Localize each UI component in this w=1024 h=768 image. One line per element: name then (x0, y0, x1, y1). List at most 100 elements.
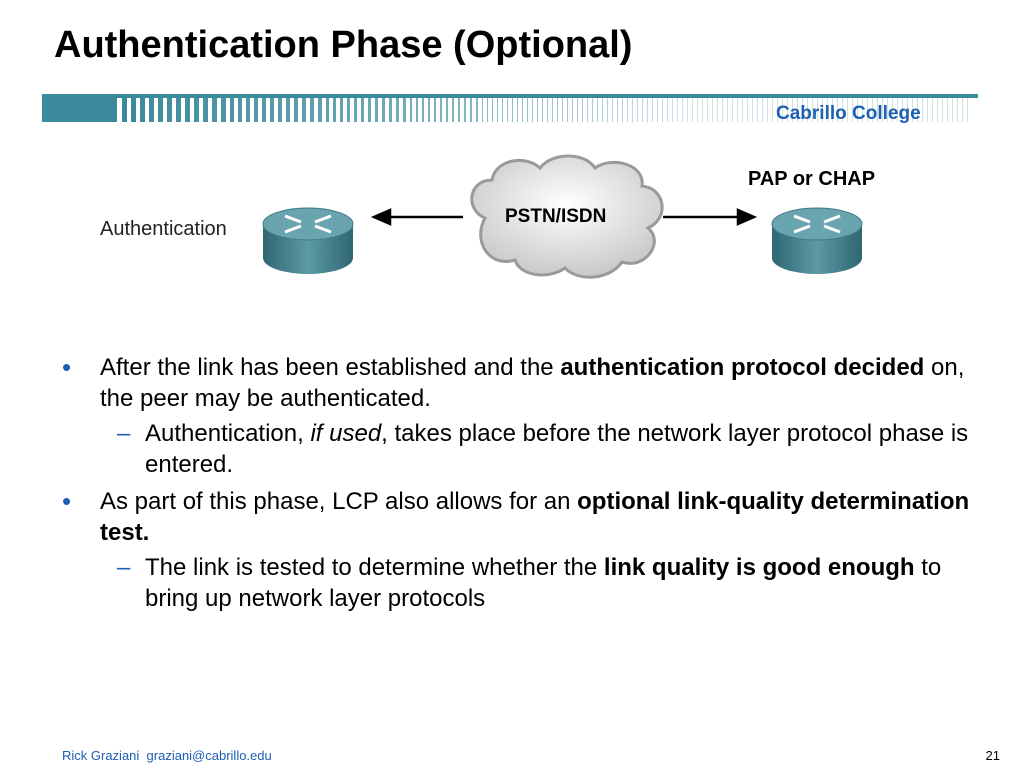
banner-stripe (458, 98, 460, 122)
banner-stripe (882, 98, 883, 122)
banner-stripe (667, 98, 668, 122)
banner-stripe (230, 98, 234, 122)
banner-stripe (517, 98, 518, 122)
banner-stripe (577, 98, 578, 122)
bullet-text-segment: link quality is good enough (603, 554, 915, 581)
banner-stripe (727, 98, 728, 122)
banner-stripe (647, 98, 648, 122)
banner-stripe (552, 98, 553, 122)
banner-stripe (752, 98, 753, 122)
bullet-text-segment: if used (310, 420, 382, 447)
banner-stripe (286, 98, 290, 122)
banner-stripe (527, 98, 528, 122)
bullet-text-segment: Authentication, (145, 420, 311, 447)
bullet-dash-icon: – (117, 420, 131, 447)
banner-stripe (872, 98, 873, 122)
banner-stripe (692, 98, 693, 122)
bullet-text-segment: , takes place before the network layer p… (145, 420, 969, 478)
banner-stripe (302, 98, 306, 122)
banner-stripe (131, 98, 136, 122)
bullet-text-segment: The link is tested to determine whether … (145, 554, 604, 581)
banner-stripe (158, 98, 163, 122)
banner-stripe (682, 98, 683, 122)
banner-stripe (607, 98, 608, 122)
banner-stripe (361, 98, 364, 122)
banner-stripe (712, 98, 713, 122)
banner-stripe (482, 98, 483, 122)
banner-stripe (817, 98, 818, 122)
college-brand: Cabrillo College (776, 103, 921, 124)
bullet-dot-icon: • (62, 486, 72, 516)
banner-stripe (502, 98, 503, 122)
banner-stripe (787, 98, 788, 122)
banner-stripe (892, 98, 893, 122)
banner-stripe (572, 98, 573, 122)
footer-email: graziani@cabrillo.edu (146, 748, 272, 763)
arrow-right-icon (736, 208, 758, 226)
banner-stripe (962, 98, 963, 122)
banner-stripe (246, 98, 250, 122)
banner-stripe (687, 98, 688, 122)
banner-stripe (368, 98, 371, 122)
banner-stripe (294, 98, 298, 122)
banner-stripe (632, 98, 633, 122)
banner-stripe (262, 98, 266, 122)
banner-stripe (802, 98, 803, 122)
banner-stripe (597, 98, 598, 122)
banner-stripe (176, 98, 181, 122)
banner-stripe (410, 98, 412, 122)
banner-stripe (967, 98, 968, 122)
network-diagram (262, 154, 863, 279)
bullet-text-segment: optional link-quality determination test… (100, 488, 970, 546)
banner-stripe (542, 98, 543, 122)
banner-stripe (333, 98, 336, 122)
router-icon (262, 207, 354, 274)
banner-stripe (592, 98, 593, 122)
banner-stripe (832, 98, 833, 122)
banner-top-rule (42, 94, 978, 98)
banner-stripe (737, 98, 738, 122)
banner-stripe (354, 98, 357, 122)
banner-stripe (582, 98, 583, 122)
banner-stripe (446, 98, 448, 122)
banner-stripe (767, 98, 768, 122)
banner-stripe (622, 98, 623, 122)
banner-stripe (747, 98, 748, 122)
banner-stripe (932, 98, 933, 122)
banner-stripe (927, 98, 928, 122)
banner-stripe (318, 98, 322, 122)
banner-stripe (862, 98, 863, 122)
banner-stripe (238, 98, 242, 122)
bullet-list: • After the link has been established and… (62, 352, 972, 620)
banner-stripe (140, 98, 145, 122)
banner-stripe (375, 98, 378, 122)
banner-stripe (642, 98, 643, 122)
banner-stripe (452, 98, 454, 122)
banner-stripe (672, 98, 673, 122)
banner-stripe (732, 98, 733, 122)
banner-stripe (340, 98, 343, 122)
banner-stripe (470, 98, 472, 122)
banner-stripe (637, 98, 638, 122)
cloud-label: PSTN/ISDN (505, 206, 607, 227)
banner-stripe (782, 98, 783, 122)
banner-stripe (897, 98, 898, 122)
bullet-text-segment: After the link has been established and … (100, 354, 561, 381)
banner-stripe (492, 98, 493, 122)
banner-stripe (557, 98, 558, 122)
banner-stripe (587, 98, 588, 122)
banner-stripe (382, 98, 385, 122)
banner-stripe (662, 98, 663, 122)
banner-stripe (742, 98, 743, 122)
banner-stripe (822, 98, 823, 122)
banner-stripe (762, 98, 763, 122)
banner-stripe (657, 98, 658, 122)
banner-stripe (922, 98, 923, 122)
banner-stripe (567, 98, 568, 122)
banner-stripe (702, 98, 703, 122)
banner-stripe (149, 98, 154, 122)
banner-stripe (777, 98, 778, 122)
banner-stripe (707, 98, 708, 122)
banner-stripe (270, 98, 274, 122)
banner-stripe (476, 98, 478, 122)
